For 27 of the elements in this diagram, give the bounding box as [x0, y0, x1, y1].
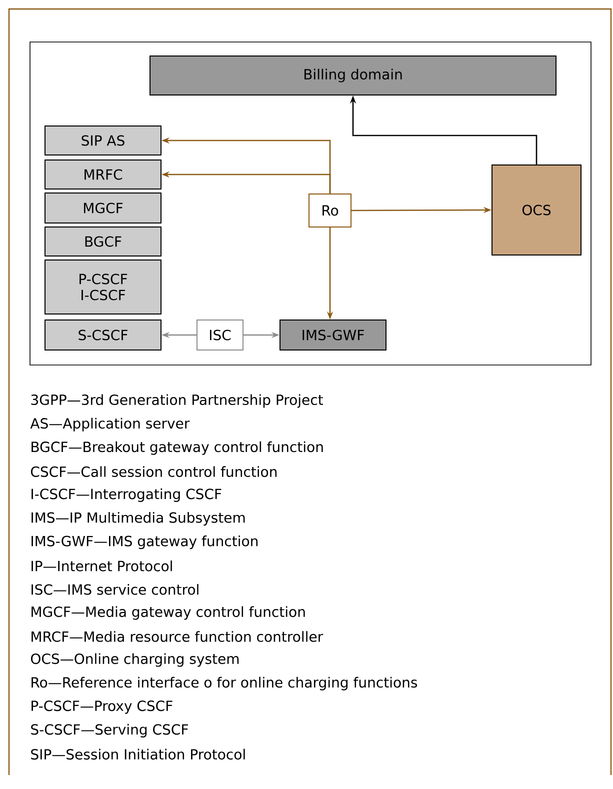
glossary-entry: S-CSCF—Serving CSCF: [31, 724, 188, 738]
interface-box: ISC: [196, 320, 244, 350]
glossary-entry: OCS—Online charging system: [30, 653, 239, 667]
glossary-entry: P-CSCF—Proxy CSCF: [32, 700, 172, 714]
function-box: P-CSCF I-CSCF: [44, 260, 162, 314]
glossary-entry: SIP—Session Initiation Protocol: [31, 748, 245, 760]
glossary-entry: ISC—IMS service control: [32, 584, 198, 595]
glossary-entry: CSCF—Call session control function: [30, 466, 277, 478]
glossary-entry: MGCF—Media gateway control function: [32, 606, 305, 620]
function-box: S-CSCF: [44, 320, 162, 350]
glossary-entry: 3GPP—3rd Generation Partnership Project: [31, 394, 323, 408]
glossary-entry: I-CSCF—Interrogating CSCF: [32, 488, 222, 502]
function-box: SIP AS: [44, 126, 162, 156]
billing-box: Billing domain: [150, 56, 556, 96]
glossary-entry: Ro—Reference interface o for online charging functions: [32, 676, 418, 690]
glossary-entry: IMS—IP Multimedia Subsystem: [32, 512, 245, 526]
ocs-box: OCS: [492, 164, 582, 256]
gateway-box: IMS-GWF: [280, 320, 386, 350]
glossary-entry: IMS-GWF—IMS gateway function: [32, 536, 258, 550]
function-box: MGCF: [44, 192, 162, 224]
glossary-entry: AS—Application server: [30, 418, 190, 432]
function-box: BGCF: [44, 226, 162, 256]
glossary-entry: MRCF—Media resource function controller: [32, 631, 324, 642]
glossary-entry: BGCF—Breakout gateway control function: [32, 441, 323, 455]
glossary-entry: IP—Internet Protocol: [32, 560, 172, 572]
interface-box: Ro: [308, 194, 352, 228]
function-box: MRFC: [44, 160, 162, 190]
